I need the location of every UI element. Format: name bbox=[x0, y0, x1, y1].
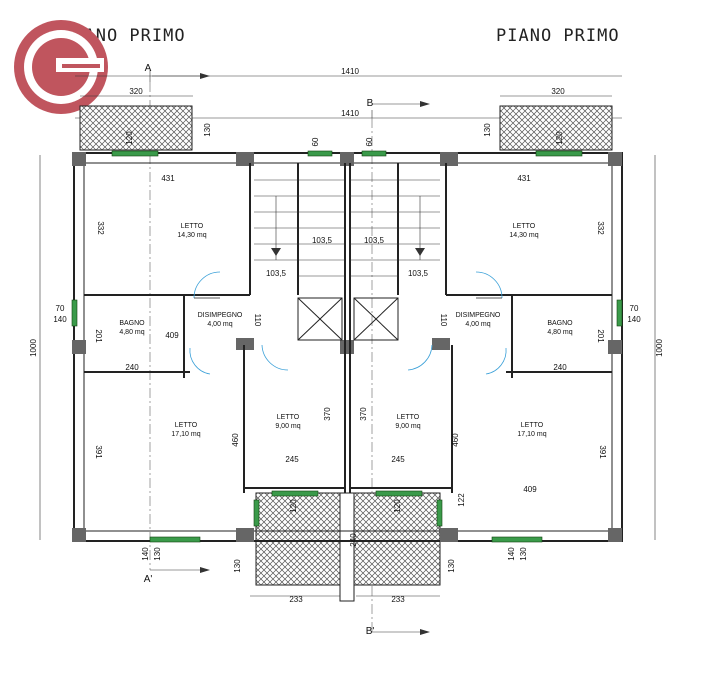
room-name-letto-center-right: LETTO bbox=[397, 414, 420, 421]
g-letter-logo-icon bbox=[14, 20, 108, 114]
room-area-letto-bottom-left: 17,10 mq bbox=[171, 431, 200, 438]
dim-room-370-right: 370 bbox=[359, 407, 368, 421]
dim-window-60-left: 60 bbox=[311, 137, 320, 146]
dim-room-431-left: 431 bbox=[161, 174, 175, 183]
room-name-disimpegno-right: DISIMPEGNO bbox=[456, 312, 501, 319]
room-area-letto-bottom-right: 17,10 mq bbox=[517, 431, 546, 438]
dim-room-409-right: 409 bbox=[523, 485, 537, 494]
room-name-bagno-left: BAGNO bbox=[119, 320, 145, 327]
dim-window-140-right: 140 bbox=[627, 315, 641, 324]
section-a-label: A bbox=[145, 63, 152, 74]
dim-window-60-right: 60 bbox=[365, 137, 374, 146]
dim-room-370-left: 370 bbox=[323, 407, 332, 421]
room-name-letto-center-left: LETTO bbox=[277, 414, 300, 421]
dim-stair-1035-b: 103,5 bbox=[364, 236, 385, 245]
dim-window-140-left: 140 bbox=[53, 315, 67, 324]
dim-balcony-right: 320 bbox=[551, 87, 565, 96]
dim-window-140-bottom-left: 140 bbox=[141, 547, 150, 561]
room-area-disimpegno-right: 4,00 mq bbox=[465, 321, 490, 328]
dim-room-460-right: 460 bbox=[451, 433, 460, 447]
room-area-disimpegno-left: 4,00 mq bbox=[207, 321, 232, 328]
room-name-letto-bottom-right: LETTO bbox=[521, 422, 544, 429]
dim-window-130-bottom-left: 130 bbox=[153, 547, 162, 561]
dim-window-70-left: 70 bbox=[56, 304, 65, 313]
dim-balcony-233-right: 233 bbox=[391, 595, 405, 604]
dim-window-70-right: 70 bbox=[630, 304, 639, 313]
dim-balcony-left: 320 bbox=[129, 87, 143, 96]
section-a-prime-label: A' bbox=[144, 574, 153, 585]
room-name-letto-top-right: LETTO bbox=[513, 223, 536, 230]
dim-room-332-right: 332 bbox=[596, 221, 605, 235]
dim-room-409-left: 409 bbox=[165, 331, 179, 340]
section-b-prime-label: B' bbox=[366, 626, 375, 637]
section-b-label: B bbox=[367, 98, 374, 109]
dim-total-width-inner: 1410 bbox=[341, 109, 359, 118]
dim-window-120-top-left: 120 bbox=[125, 131, 134, 145]
dim-stair-1035-d: 103,5 bbox=[408, 269, 429, 278]
dim-room-245-left: 245 bbox=[285, 455, 299, 464]
room-area-letto-center-left: 9,00 mq bbox=[275, 423, 300, 430]
dim-bath-201-left: 201 bbox=[94, 329, 103, 343]
dim-room-332-left: 332 bbox=[96, 221, 105, 235]
dim-height-right: 1000 bbox=[655, 339, 664, 357]
dim-room-391-left: 391 bbox=[94, 445, 103, 459]
dim-bath-201-right: 201 bbox=[596, 329, 605, 343]
dim-door-110-right: 110 bbox=[439, 314, 448, 327]
dim-room-245-right: 245 bbox=[391, 455, 405, 464]
dim-balcony-120-right: 120 bbox=[393, 499, 402, 513]
dim-balcony-122: 122 bbox=[457, 493, 466, 507]
room-area-bagno-right: 4,80 mq bbox=[547, 329, 572, 336]
dim-height-left: 1000 bbox=[29, 339, 38, 357]
dim-room-431-right: 431 bbox=[517, 174, 531, 183]
room-area-bagno-left: 4,80 mq bbox=[119, 329, 144, 336]
dim-total-width-top: 1410 bbox=[341, 67, 359, 76]
dim-room-460-left: 460 bbox=[231, 433, 240, 447]
dim-balcony-130-right: 130 bbox=[447, 559, 456, 573]
room-name-disimpegno-left: DISIMPEGNO bbox=[198, 312, 243, 319]
room-area-letto-top-right: 14,30 mq bbox=[509, 232, 538, 239]
dim-bath-240-right: 240 bbox=[553, 363, 567, 372]
floor-title-right: PIANO PRIMO bbox=[496, 26, 620, 46]
room-area-letto-center-right: 9,00 mq bbox=[395, 423, 420, 430]
dim-window-130-bottom-right: 130 bbox=[519, 547, 528, 561]
dim-window-120-top-right: 120 bbox=[555, 131, 564, 145]
dim-bath-240-left: 240 bbox=[125, 363, 139, 372]
room-area-letto-top-left: 14,30 mq bbox=[177, 232, 206, 239]
room-name-bagno-right: BAGNO bbox=[547, 320, 573, 327]
dim-stair-1035-c: 103,5 bbox=[266, 269, 287, 278]
dim-window-130-top-right: 130 bbox=[483, 123, 492, 137]
dim-stair-1035-a: 103,5 bbox=[312, 236, 333, 245]
dim-balcony-240: 240 bbox=[349, 533, 358, 547]
dim-window-140-bottom-right: 140 bbox=[507, 547, 516, 561]
room-name-letto-top-left: LETTO bbox=[181, 223, 204, 230]
dim-door-110-left: 110 bbox=[253, 314, 262, 327]
dim-room-391-right: 391 bbox=[598, 445, 607, 459]
room-name-letto-bottom-left: LETTO bbox=[175, 422, 198, 429]
dim-balcony-130-left: 130 bbox=[233, 559, 242, 573]
dim-balcony-233-left: 233 bbox=[289, 595, 303, 604]
dim-window-130-top-left: 130 bbox=[203, 123, 212, 137]
dim-balcony-120-left: 120 bbox=[289, 499, 298, 513]
